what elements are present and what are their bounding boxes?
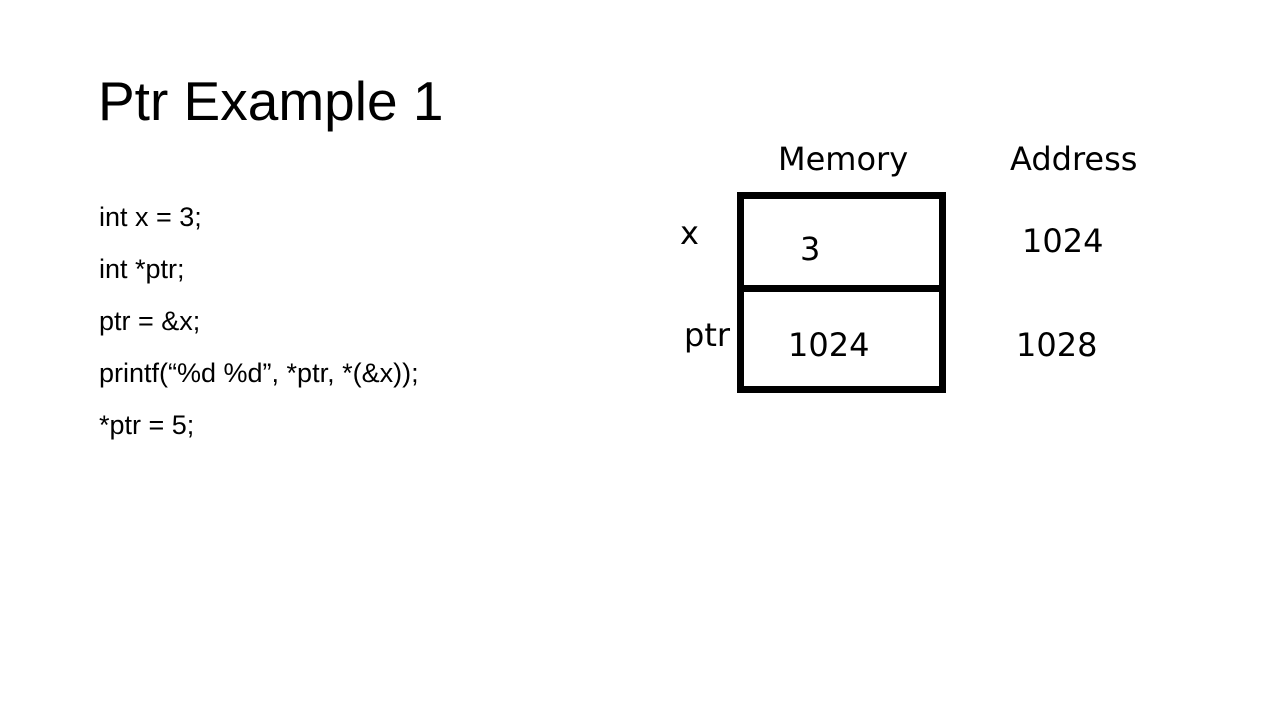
variable-label-ptr: ptr — [684, 316, 731, 354]
code-listing: int x = 3; int *ptr; ptr = &x; printf(“%… — [99, 199, 419, 459]
code-line: int x = 3; — [99, 202, 202, 232]
memory-column-header: Memory — [778, 140, 909, 178]
address-column-header: Address — [1010, 140, 1138, 178]
memory-value-ptr: 1024 — [788, 326, 870, 364]
code-line: ptr = &x; — [99, 306, 201, 336]
code-line: *ptr = 5; — [99, 410, 195, 440]
slide-title: Ptr Example 1 — [98, 70, 444, 132]
variable-label-x: x — [680, 214, 699, 252]
memory-diagram: Memory Address x 3 1024 ptr 1024 1028 — [660, 135, 1180, 415]
code-line: int *ptr; — [99, 254, 185, 284]
address-value-x: 1024 — [1022, 222, 1104, 260]
address-value-ptr: 1028 — [1016, 326, 1098, 364]
code-line: printf(“%d %d”, *ptr, *(&x)); — [99, 358, 419, 388]
memory-value-x: 3 — [800, 230, 821, 268]
memory-cell-ptr — [737, 285, 946, 393]
memory-cell-x — [737, 192, 946, 292]
